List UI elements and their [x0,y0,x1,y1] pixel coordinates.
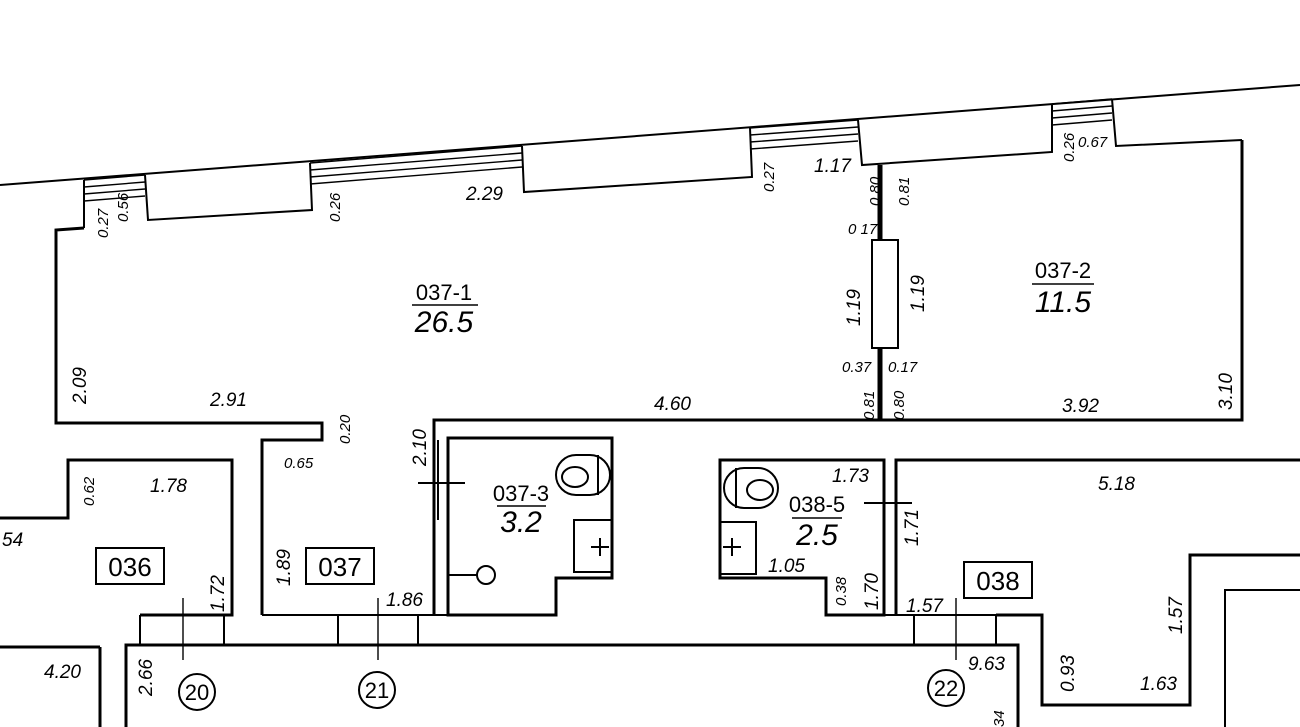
dimension: 0.37 [842,359,872,376]
dimension: 0.81 [896,177,913,206]
dimension: 1.71 [902,509,923,546]
window-bay-2 [309,145,523,185]
entrance-number: 22 [934,676,958,701]
dimension: 1.19 [908,275,929,312]
window-bay-4 [1051,98,1113,126]
dimension: 1.57 [906,596,944,617]
window-bay-3 [749,119,859,150]
apartment-038-outline [894,458,1300,615]
entrance-marker-22: 22 [927,669,965,707]
room-area: 26.5 [414,306,474,339]
room-037-1-outline [54,226,324,615]
dimension: 0.93 [1058,655,1079,692]
entrance-number: 21 [365,678,389,703]
apartment-number: 038 [976,566,1019,596]
pier-4 [1111,98,1243,148]
dimension: 0.80 [891,390,908,420]
entrance-marker-20: 20 [178,673,216,711]
room-label-037-1: 037-1 26.5 [412,280,478,339]
pier-3 [857,104,1053,167]
dimension: 0.67 [1078,134,1108,151]
sink-icon [573,519,613,573]
dimension: 1.78 [150,476,187,497]
room-area: 2.5 [795,519,838,552]
dimension: 9.63 [968,654,1005,675]
room-id: 037-2 [1035,258,1091,283]
entrance-marker-21: 21 [358,671,396,709]
pier-2 [521,127,754,194]
dimension: 0.38 [833,576,850,606]
rooms-bottom-wall [432,140,1244,615]
room-id: 038-5 [789,492,845,517]
corridor [0,598,1042,727]
dimension: 1.89 [274,549,295,586]
dimension: 3.10 [1216,373,1237,410]
room-label-038-5: 038-5 2.5 [789,492,845,552]
dimension: 1.57 [1166,596,1187,634]
apartment-number: 036 [108,552,151,582]
dimension: 0.27 [761,162,778,192]
dimension: 1.70 [862,573,883,610]
dimension: 0.65 [284,455,314,472]
dimension: 1.73 [832,466,869,487]
partition [871,165,899,420]
apartment-number: 037 [318,552,361,582]
dimension: 0.26 [327,192,344,222]
dimension: 2.10 [410,429,431,467]
apartment-box-037: 037 [305,547,375,585]
dimension: 2.66 [136,659,157,697]
room-label-037-3: 037-3 3.2 [493,481,549,539]
dimension: 1.72 [208,575,229,612]
dimension: 34 [991,710,1008,727]
apartment-036-outline [0,458,234,617]
dimension: 1.86 [386,590,423,611]
dimension: 0 17 [848,221,878,238]
dimension: 1.63 [1140,674,1177,695]
toilet-icon [723,467,779,509]
dimension: 0.20 [337,414,354,444]
dimension: 0.17 [888,359,918,376]
apartment-box-036: 036 [95,547,165,585]
dimension: 2.09 [70,367,91,405]
entrance-number: 20 [185,680,209,705]
dimension: 2.91 [209,390,247,411]
room-area: 11.5 [1035,286,1091,319]
room-label-037-2: 037-2 11.5 [1032,258,1094,319]
dimension: 4.20 [44,662,81,683]
facade-wall [0,84,1300,228]
dimension: 0.81 [861,391,878,420]
dimension: 0.80 [867,176,884,206]
window-bay-1 [83,174,146,228]
dimension: 2.29 [465,184,503,205]
dimension: 1.17 [814,156,852,177]
dimension-labels: 0.27 0.56 0.26 2.29 0.27 1.17 0.80 0.81 … [2,132,1237,727]
doorway [871,239,899,349]
dimension: 0.62 [81,476,98,506]
dimension: 5.18 [1098,474,1135,495]
dimension: 0.27 [95,208,112,238]
sink-icon [719,521,757,575]
pier-1 [144,162,314,222]
room-id: 037-1 [416,280,472,305]
dimension: 0.26 [1061,132,1078,162]
dimension: 3.92 [1062,396,1099,417]
dimension: 1.05 [768,556,805,577]
dimension: 0.56 [115,192,132,222]
dimension: 1.19 [844,289,865,326]
room-id: 037-3 [493,481,549,506]
toilet-icon [555,454,611,496]
adjacent-wall [1224,589,1300,727]
room-area: 3.2 [500,506,542,539]
apartment-box-038: 038 [963,561,1033,599]
dimension: 54 [2,530,23,551]
dimension: 4.60 [654,394,691,415]
drain-icon [476,565,496,585]
